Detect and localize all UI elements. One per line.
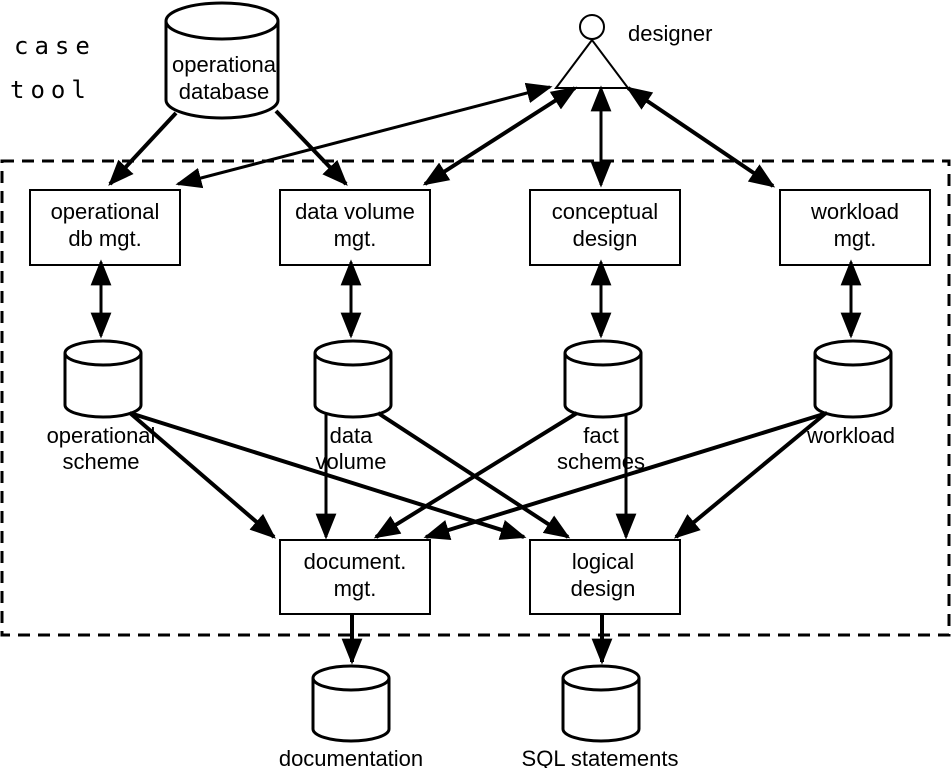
edge-fact-docmgt	[373, 411, 579, 539]
operational-database-label-2: database	[179, 79, 270, 104]
designer-head-icon	[579, 14, 605, 40]
repo-label: workload	[806, 423, 895, 448]
repo-label: fact	[583, 423, 618, 448]
edge-opdb-to-opdbmgt	[108, 111, 178, 186]
repo-workload[interactable]: workload	[806, 339, 895, 448]
repo-label: schemes	[557, 449, 645, 474]
case-tool-boundary	[0, 159, 951, 637]
handwritten-note: case tool	[10, 32, 96, 104]
module-workload-mgt[interactable]: workload mgt.	[779, 189, 931, 266]
module-label: design	[571, 576, 636, 601]
module-document-mgt[interactable]: document. mgt.	[279, 539, 431, 615]
module-label: logical	[572, 549, 634, 574]
output-documentation[interactable]: documentation	[279, 664, 423, 768]
edge-opscheme-docmgt	[128, 411, 276, 539]
module-label: mgt.	[334, 576, 377, 601]
edge-designer-workload	[625, 86, 776, 188]
repo-label: data	[330, 423, 374, 448]
edges	[90, 82, 862, 665]
repo-fact-schemes[interactable]: fact schemes	[557, 339, 645, 474]
repo-label: scheme	[62, 449, 139, 474]
module-label: mgt.	[334, 226, 377, 251]
module-data-volume-mgt[interactable]: data volume mgt.	[279, 189, 431, 266]
note-line-2: tool	[10, 76, 92, 104]
designer-label: designer	[628, 21, 712, 46]
edge-workload-logical	[673, 411, 828, 539]
output-label: SQL statements	[522, 746, 679, 768]
note-line-1: case	[14, 32, 96, 60]
module-label: design	[573, 226, 638, 251]
module-operational-db-mgt[interactable]: operational db mgt.	[29, 189, 181, 266]
operational-database-label-1: operationa	[172, 52, 277, 77]
output-label: documentation	[279, 746, 423, 768]
repo-label: operational	[47, 423, 156, 448]
module-label: data volume	[295, 199, 415, 224]
module-logical-design[interactable]: logical design	[529, 539, 681, 615]
edge-designer-dvmgt	[422, 86, 578, 186]
repo-operational-scheme[interactable]: operational scheme	[47, 339, 156, 474]
module-label: operational	[51, 199, 160, 224]
module-label: document.	[304, 549, 407, 574]
designer-body-icon	[554, 38, 630, 89]
output-sql-statements[interactable]: SQL statements	[522, 664, 679, 768]
edge-opdb-to-dvmgt	[274, 109, 348, 186]
module-label: db mgt.	[68, 226, 141, 251]
edge-workload-docmgt	[423, 411, 828, 541]
designer-actor[interactable]: designer	[554, 14, 712, 89]
repo-data-volume[interactable]: data volume	[313, 339, 393, 474]
module-label: mgt.	[834, 226, 877, 251]
module-label: workload	[810, 199, 899, 224]
module-conceptual-design[interactable]: conceptual design	[529, 189, 681, 266]
operational-database-cylinder[interactable]: operationa database	[164, 1, 280, 120]
module-label: conceptual	[552, 199, 658, 224]
